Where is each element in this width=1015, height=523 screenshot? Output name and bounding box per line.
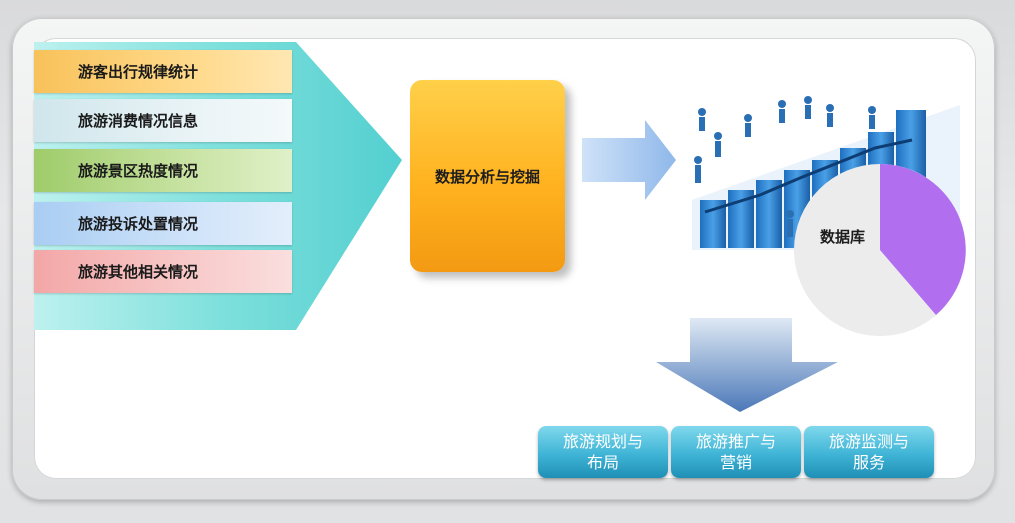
data-analysis-box: 数据分析与挖掘 [410, 80, 565, 272]
output-line2: 服务 [852, 453, 885, 472]
input-label: 旅游消费情况信息 [78, 112, 199, 130]
input-item: 旅游景区热度情况 [34, 149, 292, 192]
output-line1: 旅游推广与 [695, 432, 776, 451]
input-label: 旅游投诉处置情况 [78, 215, 199, 233]
output-marketing: 旅游推广与 营销 [671, 426, 801, 478]
input-item: 游客出行规律统计 [34, 50, 292, 93]
output-line1: 旅游监测与 [828, 432, 909, 451]
database-label: 数据库 [820, 228, 866, 246]
down-arrow-icon [656, 318, 838, 412]
input-label: 旅游其他相关情况 [78, 263, 199, 281]
output-monitoring: 旅游监测与 服务 [804, 426, 934, 478]
input-label: 旅游景区热度情况 [78, 162, 199, 180]
input-item: 旅游投诉处置情况 [34, 202, 292, 245]
core-label: 数据分析与挖掘 [434, 167, 540, 186]
database-pie-icon [794, 164, 966, 336]
input-label: 游客出行规律统计 [78, 63, 199, 81]
output-line2: 营销 [719, 453, 752, 472]
input-item: 旅游消费情况信息 [34, 99, 292, 142]
right-arrow-icon [582, 120, 676, 200]
input-item: 旅游其他相关情况 [34, 250, 292, 293]
output-line2: 布局 [586, 453, 619, 472]
output-planning: 旅游规划与 布局 [538, 426, 668, 478]
output-line1: 旅游规划与 [562, 432, 643, 451]
